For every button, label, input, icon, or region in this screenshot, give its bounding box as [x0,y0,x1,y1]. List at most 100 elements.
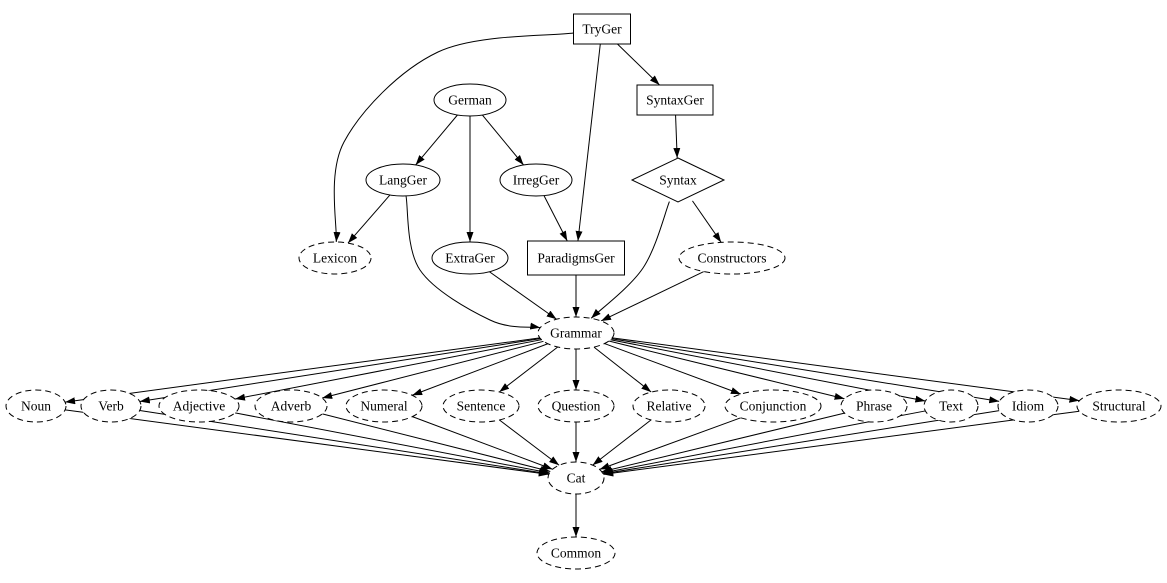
node-label: Idiom [1012,399,1045,414]
edge-Structural-Cat [603,410,1080,477]
node-shape-diamond [630,157,726,203]
node-TryGer: TryGer [573,13,631,45]
node-Sentence: Sentence [442,389,520,423]
node-label: German [448,93,492,108]
edge-TryGer-ParadigmsGer [575,43,601,242]
node-shape-ellipse [1076,389,1162,423]
node-shape-ellipse [345,389,423,423]
node-Numeral: Numeral [345,389,423,423]
node-label: Noun [21,399,51,414]
node-shape-ellipse [254,389,328,423]
node-shape-ellipse [840,389,908,423]
edge-Phrase-Cat [601,412,845,473]
edge-TryGer-SyntaxGer [617,43,660,86]
edge-TryGer-Lexicon [333,32,574,243]
edge-Adverb-Cat [322,413,551,473]
node-label: Grammar [550,326,602,341]
node-shape-ellipse [537,316,615,350]
edge-Syntax-Grammar [590,201,670,319]
node-LangGer: LangGer [365,163,441,197]
edge-Relative-Cat [592,419,652,466]
edge-ExtraGer-Grammar [489,271,557,320]
edge-Grammar-Numeral [412,343,548,396]
node-Relative: Relative [632,389,706,423]
edge-Idiom-Cat [602,410,1000,476]
node-ExtraGer: ExtraGer [431,241,509,275]
edge-SyntaxGer-Syntax [673,114,681,159]
node-Cat: Cat [547,461,605,495]
node-shape-ellipse [365,163,441,197]
node-label: Adjective [173,399,225,414]
node-label: Verb [98,399,124,414]
node-shape-ellipse [678,241,786,275]
node-label: Relative [647,399,692,414]
node-Structural: Structural [1076,389,1162,423]
edge-Grammar-Noun [65,337,540,405]
node-Noun: Noun [5,389,67,423]
node-shape-ellipse [547,461,605,495]
node-Conjunction: Conjunction [724,389,822,423]
node-shape-rect [527,240,625,276]
edge-LangGer-Grammar [405,195,541,330]
node-label: ExtraGer [445,251,495,266]
node-shape-ellipse [5,389,67,423]
node-label: ParadigmsGer [537,251,615,266]
edge-Grammar-Phrase [608,340,845,400]
node-label: Text [939,399,963,414]
node-Question: Question [537,389,615,423]
edge-Grammar-Sentence [498,346,559,393]
node-shape-ellipse [632,389,706,423]
edge-Adjective-Cat [235,412,550,475]
node-label: Lexicon [313,251,357,266]
node-shape-ellipse [537,389,615,423]
node-Text: Text [923,389,979,423]
node-label: Sentence [457,399,506,414]
node-label: Adverb [271,399,312,414]
node-shape-ellipse [442,389,520,423]
edge-Grammar-Relative [593,346,652,393]
edge-Grammar-Adjective [234,339,542,401]
edge-Grammar-Adverb [322,340,544,399]
node-label: Phrase [856,399,892,414]
edge-Syntax-Constructors [692,200,722,243]
node-shape-ellipse [158,389,240,423]
node-shape-ellipse [499,163,573,197]
edge-Constructors-Grammar [600,271,705,322]
node-Syntax: Syntax [630,157,726,203]
node-label: SyntaxGer [646,93,704,108]
edge-Sentence-Cat [499,419,560,466]
node-label: TryGer [582,22,622,37]
node-shape-ellipse [80,389,142,423]
node-label: LangGer [379,173,427,188]
node-Lexicon: Lexicon [298,241,372,275]
node-Adjective: Adjective [158,389,240,423]
node-SyntaxGer: SyntaxGer [636,84,714,116]
node-Idiom: Idiom [997,389,1059,423]
node-label: Conjunction [740,399,807,414]
node-shape-ellipse [724,389,822,423]
node-label: Structural [1092,399,1145,414]
node-label: IrregGer [513,173,560,188]
node-shape-ellipse [433,83,507,117]
node-label: Numeral [360,399,407,414]
node-shape-rect [573,13,631,45]
node-German: German [433,83,507,117]
node-Phrase: Phrase [840,389,908,423]
edge-Conjunction-Cat [599,417,741,470]
node-shape-ellipse [536,536,616,570]
node-label: Question [552,399,601,414]
node-shape-ellipse [923,389,979,423]
edge-Grammar-Structural [612,337,1080,403]
node-shape-rect [636,84,714,116]
node-label: Common [551,546,602,561]
edge-IrregGer-ParadigmsGer [543,195,568,242]
edge-Numeral-Cat [412,416,553,470]
node-Verb: Verb [80,389,142,423]
node-Common: Common [536,536,616,570]
node-Adverb: Adverb [254,389,328,423]
edge-German-LangGer [415,114,458,166]
edge-Grammar-Idiom [611,338,1000,404]
node-IrregGer: IrregGer [499,163,573,197]
